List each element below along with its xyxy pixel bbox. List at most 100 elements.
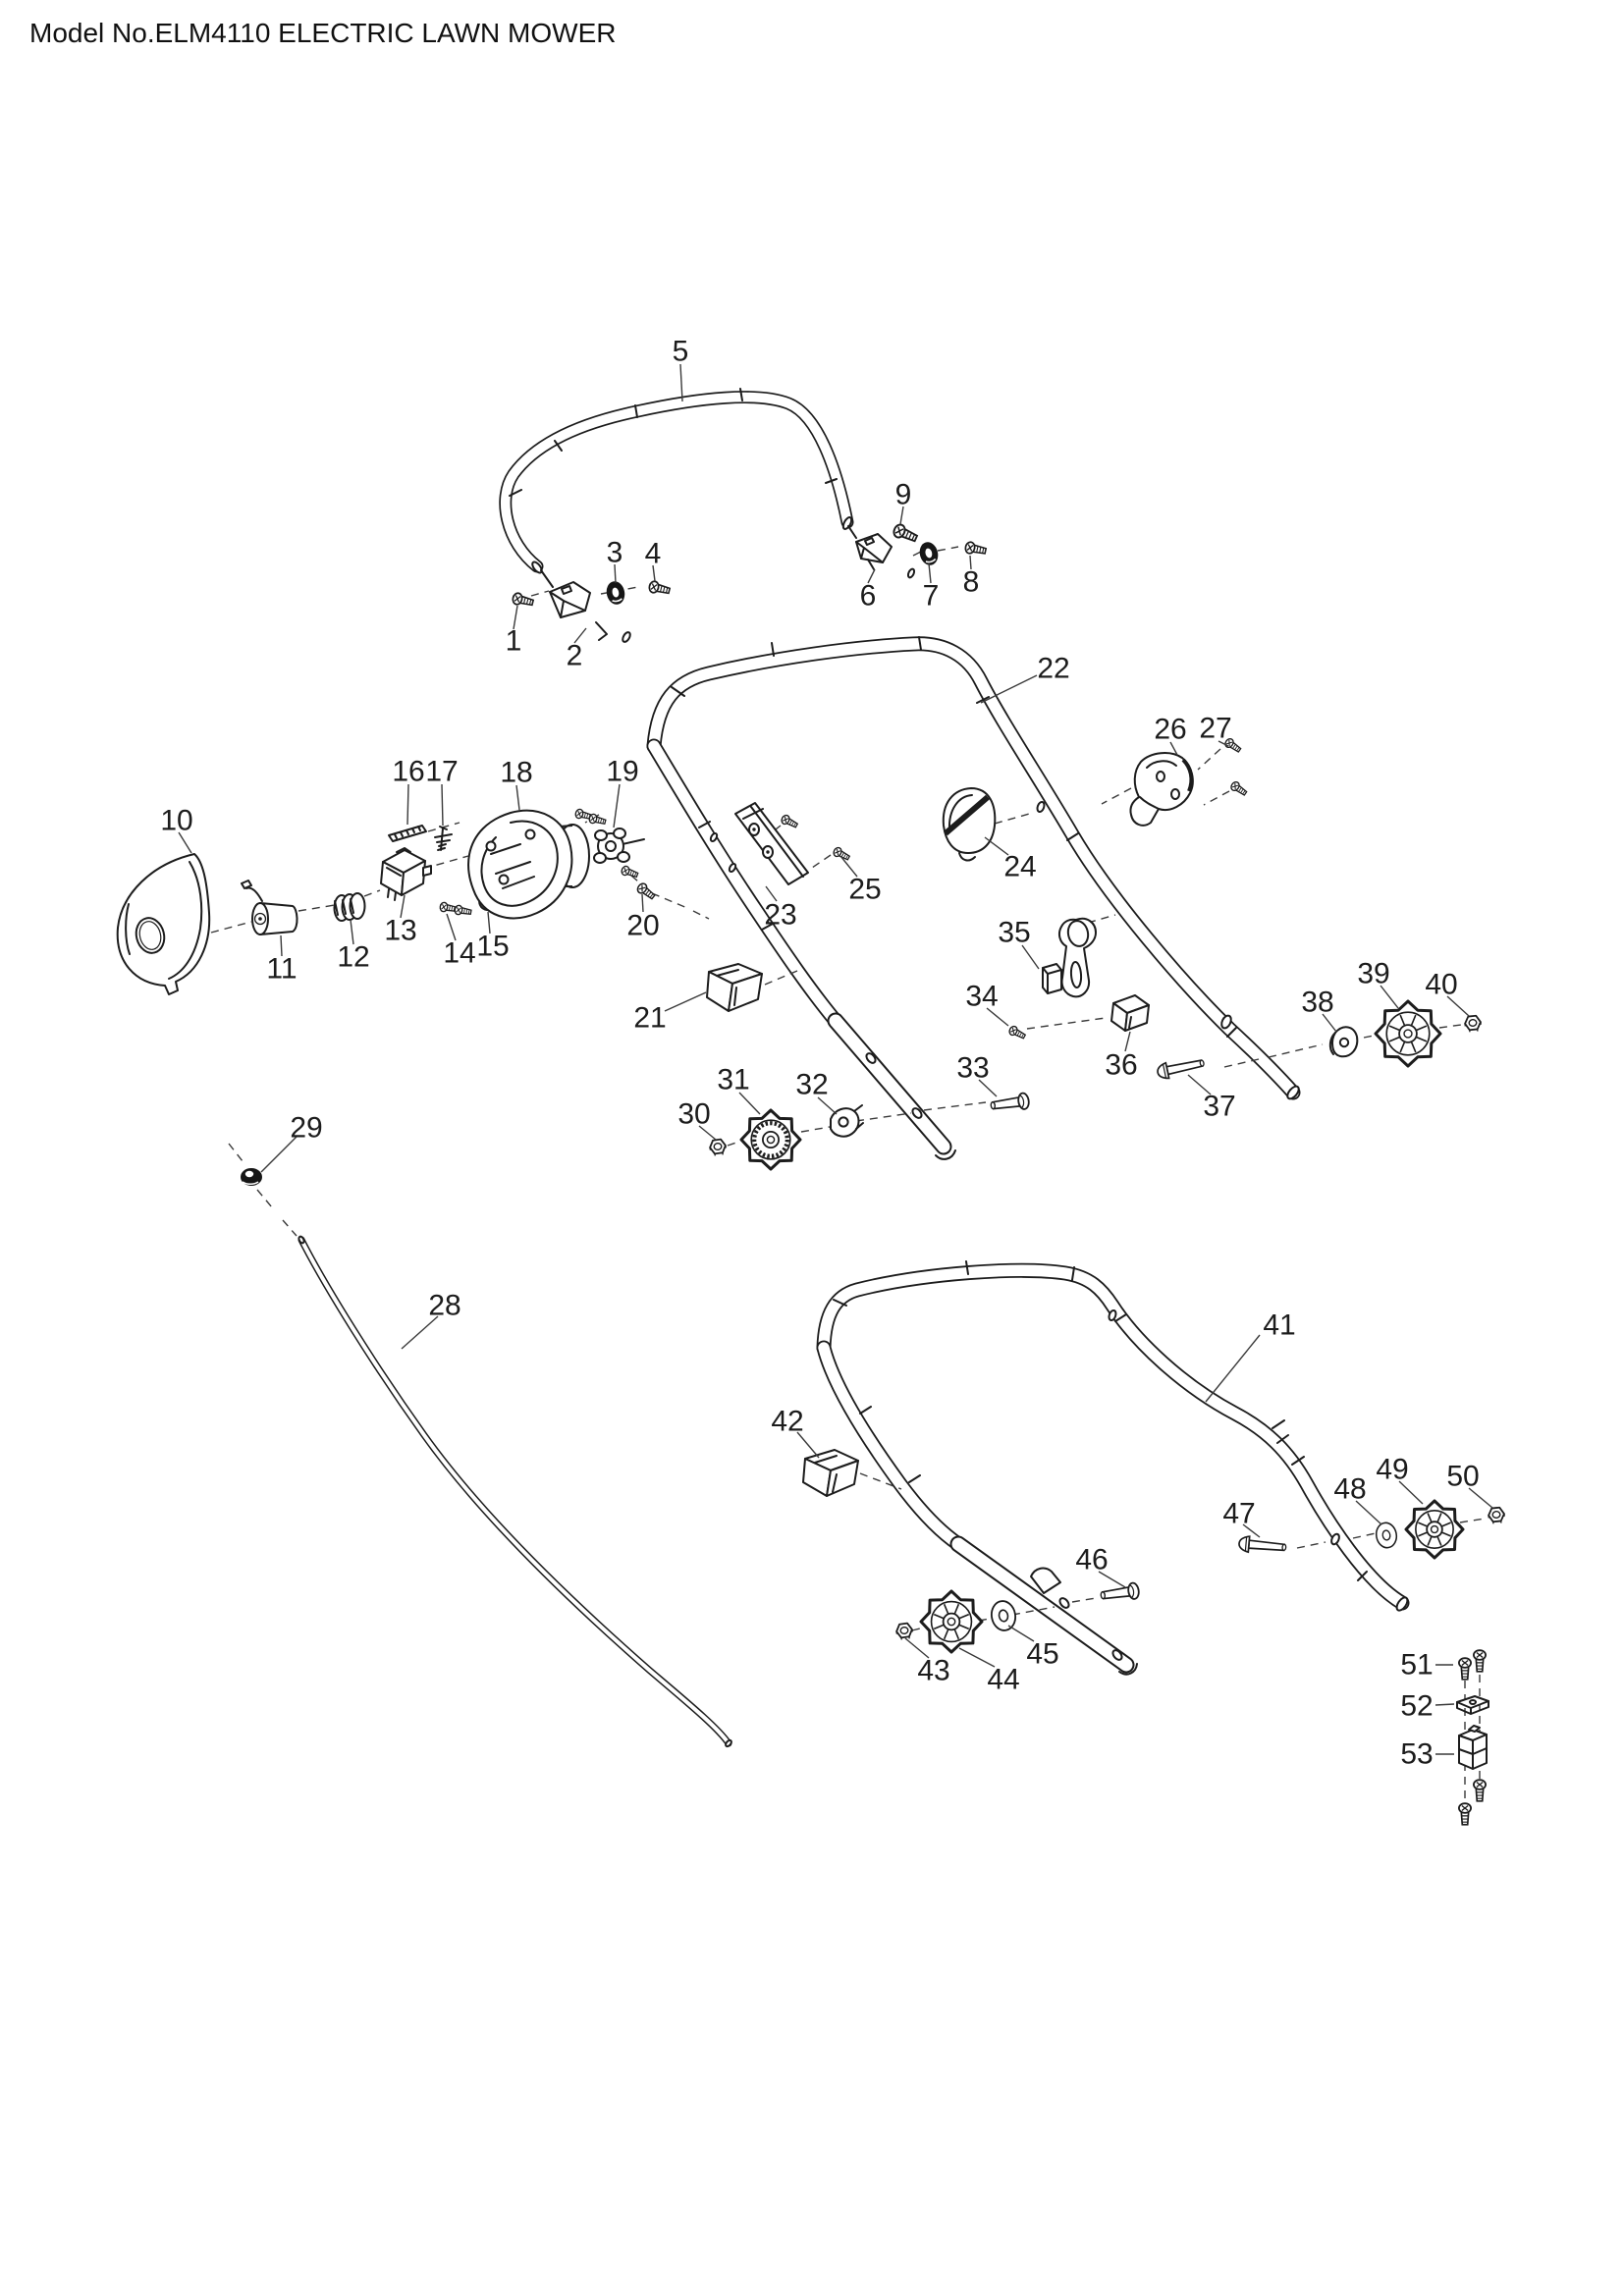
mid-knob-set bbox=[708, 1092, 1031, 1171]
part-label-26: 26 bbox=[1154, 714, 1186, 746]
lower-handle-tube bbox=[816, 1260, 1410, 1676]
part-label-39: 39 bbox=[1357, 958, 1389, 990]
leader-line-43 bbox=[904, 1637, 930, 1659]
part-label-41: 41 bbox=[1263, 1309, 1295, 1342]
leader-line-39 bbox=[1380, 985, 1399, 1009]
handle-clamp-upper bbox=[706, 963, 763, 1012]
cable-grommet bbox=[241, 1168, 262, 1186]
leader-line-7 bbox=[928, 562, 932, 584]
leader-line-2 bbox=[573, 627, 587, 644]
handle-mount-left bbox=[511, 579, 672, 643]
switch-housing bbox=[467, 807, 640, 920]
part-label-31: 31 bbox=[717, 1064, 749, 1096]
leader-line-13 bbox=[400, 894, 406, 919]
leader-line-30 bbox=[698, 1125, 717, 1141]
leader-line-3 bbox=[614, 563, 617, 584]
leader-line-50 bbox=[1468, 1487, 1493, 1509]
capacitor bbox=[241, 880, 298, 935]
page-title: Model No.ELM4110 ELECTRIC LAWN MOWER bbox=[29, 18, 617, 48]
leader-line-41 bbox=[1205, 1334, 1261, 1403]
lock-pin bbox=[434, 826, 453, 851]
part-label-43: 43 bbox=[917, 1655, 949, 1687]
leader-line-37 bbox=[1187, 1074, 1212, 1095]
part-label-34: 34 bbox=[965, 981, 998, 1013]
part-label-5: 5 bbox=[673, 336, 689, 368]
mount-plate bbox=[734, 802, 852, 885]
switch-screws bbox=[438, 901, 473, 918]
part-label-37: 37 bbox=[1203, 1091, 1235, 1123]
handle-clamp-lower bbox=[802, 1449, 859, 1497]
leader-line-15 bbox=[487, 911, 491, 934]
leader-line-20 bbox=[641, 893, 644, 913]
leader-line-31 bbox=[738, 1092, 761, 1115]
part-label-16: 16 bbox=[392, 756, 424, 788]
part-label-23: 23 bbox=[764, 899, 796, 932]
part-label-28: 28 bbox=[428, 1290, 460, 1322]
coupling-rotor bbox=[593, 828, 645, 864]
part-label-33: 33 bbox=[956, 1052, 989, 1085]
side-cover bbox=[116, 853, 211, 995]
part-label-32: 32 bbox=[795, 1069, 828, 1101]
star-knob-anchor bbox=[919, 1589, 984, 1654]
part-label-46: 46 bbox=[1075, 1544, 1108, 1576]
part-label-6: 6 bbox=[860, 580, 877, 613]
part-label-27: 27 bbox=[1199, 713, 1231, 745]
part-label-36: 36 bbox=[1105, 1049, 1137, 1082]
part-label-51: 51 bbox=[1400, 1649, 1433, 1682]
part-label-42: 42 bbox=[771, 1406, 803, 1438]
leader-line-52 bbox=[1435, 1703, 1455, 1706]
leader-line-8 bbox=[969, 555, 972, 570]
housing-screw bbox=[634, 881, 658, 902]
part-label-21: 21 bbox=[633, 1002, 666, 1035]
leader-line-17 bbox=[441, 783, 444, 827]
leader-line-26 bbox=[1169, 741, 1178, 756]
leader-line-47 bbox=[1242, 1523, 1261, 1538]
cable-guide-cap bbox=[942, 787, 997, 862]
key-and-clamp bbox=[1006, 917, 1150, 1041]
part-label-19: 19 bbox=[606, 756, 638, 788]
lower-left-knob-set bbox=[894, 1581, 1141, 1654]
leader-line-22 bbox=[980, 674, 1038, 704]
leader-line-4 bbox=[652, 564, 656, 582]
part-label-9: 9 bbox=[895, 479, 912, 511]
upper-handle-tube bbox=[499, 388, 854, 574]
lower-right-knob-set bbox=[1237, 1499, 1506, 1560]
part-label-24: 24 bbox=[1003, 851, 1036, 883]
leader-line-27 bbox=[1218, 740, 1229, 747]
leader-line-6 bbox=[867, 568, 876, 584]
leader-line-33 bbox=[978, 1079, 998, 1097]
part-label-25: 25 bbox=[848, 874, 881, 906]
part-label-47: 47 bbox=[1222, 1498, 1255, 1530]
leader-line-45 bbox=[1007, 1625, 1035, 1642]
leader-line-18 bbox=[515, 784, 520, 811]
part-label-44: 44 bbox=[987, 1664, 1019, 1696]
spring bbox=[333, 892, 366, 922]
part-label-53: 53 bbox=[1400, 1738, 1433, 1771]
part-label-40: 40 bbox=[1425, 969, 1457, 1001]
part-label-22: 22 bbox=[1037, 653, 1069, 685]
part-label-35: 35 bbox=[998, 917, 1030, 949]
part-label-30: 30 bbox=[677, 1098, 710, 1131]
leader-line-5 bbox=[679, 363, 683, 402]
part-label-14: 14 bbox=[443, 937, 475, 970]
part-label-49: 49 bbox=[1376, 1454, 1408, 1486]
switch-block bbox=[380, 847, 432, 901]
leader-line-9 bbox=[899, 506, 904, 525]
part-label-20: 20 bbox=[626, 910, 659, 942]
leader-line-48 bbox=[1355, 1500, 1382, 1525]
leader-line-21 bbox=[664, 991, 707, 1012]
leader-line-19 bbox=[613, 783, 621, 828]
upper-wheel-knob-set bbox=[1155, 999, 1483, 1082]
star-knob-anchor bbox=[739, 1108, 802, 1171]
part-label-1: 1 bbox=[506, 625, 522, 658]
leader-line-11 bbox=[280, 934, 283, 957]
mid-handle-tube bbox=[646, 636, 1301, 1160]
leader-line-40 bbox=[1446, 995, 1470, 1017]
part-label-48: 48 bbox=[1333, 1473, 1366, 1506]
part-label-45: 45 bbox=[1026, 1638, 1058, 1671]
leader-line-23 bbox=[765, 885, 778, 902]
leader-line-16 bbox=[406, 783, 409, 826]
handle-mount-right bbox=[855, 521, 988, 579]
